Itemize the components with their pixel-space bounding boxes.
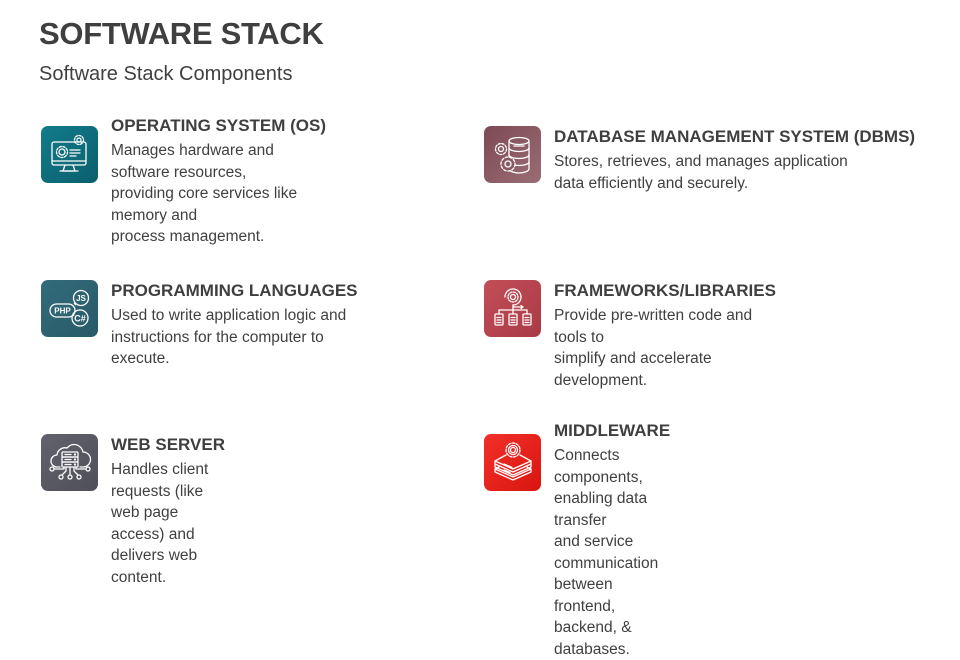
database-gears-icon: [484, 126, 541, 183]
component-title: MIDDLEWARE: [554, 421, 671, 440]
component-title: WEB SERVER: [111, 435, 225, 454]
component-title: DATABASE MANAGEMENT SYSTEM (DBMS): [554, 127, 916, 146]
component-description: Manages hardware and software resources,…: [111, 142, 298, 245]
component-description: Stores, retrieves, and manages applicati…: [554, 153, 848, 192]
component-description: Handles client requests (like web page a…: [111, 461, 209, 586]
svg-text:JS: JS: [76, 294, 86, 303]
component-title: FRAMEWORKS/LIBRARIES: [554, 281, 776, 300]
framework-hierarchy-icon: [484, 280, 541, 337]
page-subtitle: Software Stack Components: [39, 63, 293, 85]
component-description: Provide pre-written code and tools to si…: [554, 307, 753, 389]
code-languages-icon: JS PHP C#: [41, 280, 98, 337]
cloud-server-icon: [41, 434, 98, 491]
layers-gear-icon: [484, 434, 541, 491]
component-description: Connects components, enabling data trans…: [554, 447, 659, 658]
computer-gear-icon: [41, 126, 98, 183]
page-title: SOFTWARE STACK: [39, 16, 324, 51]
component-title: OPERATING SYSTEM (OS): [111, 116, 327, 135]
component-description: Used to write application logic and inst…: [111, 307, 347, 367]
component-title: PROGRAMMING LANGUAGES: [111, 281, 358, 300]
svg-text:PHP: PHP: [54, 306, 71, 315]
svg-text:C#: C#: [74, 313, 86, 323]
